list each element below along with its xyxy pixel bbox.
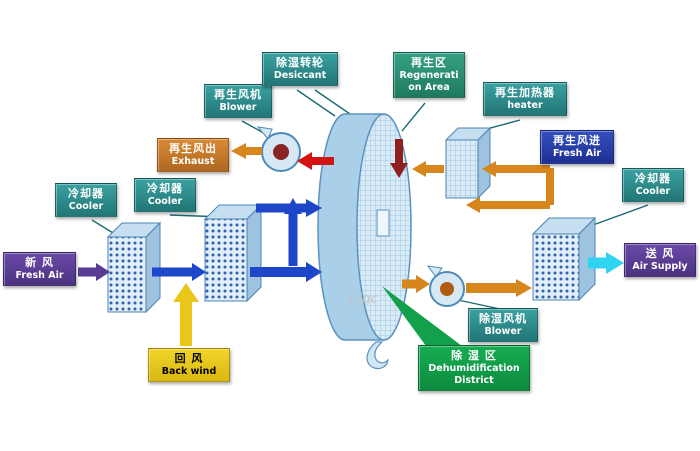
arrow-blower-to-cooler3 [466,279,532,297]
label-cooler-1-en: Cooler [68,201,104,212]
label-desiccant-wheel: 除湿转轮 Desiccant [262,52,338,86]
label-dehum-district: 除 湿 区 Dehumidification District [418,345,530,391]
arrow-branch-to-wheel-upper [256,199,322,217]
label-cooler-3-zh: 冷却器 [635,172,671,185]
heater-unit [444,126,492,200]
label-regen-fresh-air-zh: 再生风进 [553,134,601,147]
watermark-text: xtjqc [346,292,378,307]
arrow-cooler1-to-cooler2 [152,263,206,281]
label-cooler-2-en: Cooler [147,196,183,207]
label-regen-blower-zh: 再生风机 [214,88,262,101]
label-regen-area: 再生区 Regenerati on Area [393,52,465,98]
label-regen-exhaust: 再生风出 Exhaust [157,138,229,172]
ribbon-icon [366,341,389,370]
label-regen-fresh-air: 再生风进 Fresh Air [540,130,614,164]
arrow-wheel-to-regen-blower [297,152,334,170]
label-cooler-1: 冷却器 Cooler [55,183,117,217]
arrow-blower-to-exhaust [231,143,262,159]
label-regen-exhaust-en: Exhaust [171,156,215,167]
label-cooler-3: 冷却器 Cooler [622,168,684,202]
label-regen-area-en1: Regenerati [399,70,459,81]
label-cooler-3-en: Cooler [635,186,671,197]
label-cooler-2: 冷却器 Cooler [134,178,196,212]
label-back-wind-en: Back wind [161,366,217,377]
label-back-wind-zh: 回 风 [174,352,204,365]
label-regen-blower: 再生风机 Blower [204,84,272,118]
dehum-blower-fan [426,265,465,307]
label-regen-fresh-air-en: Fresh Air [552,148,602,159]
label-dehum-district-en2: District [454,375,494,386]
label-desiccant-wheel-zh: 除湿转轮 [276,56,324,69]
label-air-supply-zh: 送 风 [645,247,675,260]
label-fresh-air-in-en: Fresh Air [15,270,64,281]
label-dehum-blower-en: Blower [484,326,522,337]
arrow-back-wind [173,283,199,346]
regen-intake-path [412,161,554,213]
label-dehum-district-en1: Dehumidification [428,363,520,374]
label-fresh-air-in-zh: 新 风 [25,256,54,269]
label-desiccant-wheel-en: Desiccant [273,70,327,81]
cooler-unit-3 [531,216,597,302]
label-back-wind: 回 风 Back wind [148,348,230,382]
label-air-supply-en: Air Supply [632,261,688,272]
label-regen-heater-en: heater [507,100,543,111]
label-air-supply: 送 风 Air Supply [624,243,696,277]
arrow-fresh-air-in [78,263,110,281]
wheel-hub [376,209,390,237]
arrow-air-supply [588,252,624,274]
label-cooler-1-zh: 冷却器 [68,187,104,200]
cooler-unit-2 [203,203,263,303]
label-regen-exhaust-zh: 再生风出 [169,142,217,155]
label-dehum-blower-zh: 除湿风机 [479,312,527,325]
label-cooler-2-zh: 冷却器 [147,182,183,195]
label-dehum-blower: 除湿风机 Blower [468,308,538,342]
arrow-regen-air-into-wheel [390,139,408,178]
label-regen-area-zh: 再生区 [411,56,447,69]
label-dehum-district-zh: 除 湿 区 [451,349,497,362]
dehum-zone-pointer [382,286,462,346]
arrow-wheel-to-dehum-blower [402,275,430,293]
regen-blower-fan [256,126,301,172]
label-regen-area-en2: on Area [408,82,450,93]
label-regen-heater: 再生加热器 heater [483,82,567,116]
arrow-cooler2-to-wheel-lower [250,262,322,282]
label-regen-blower-en: Blower [219,102,257,113]
connector-lines [91,89,649,310]
label-regen-heater-zh: 再生加热器 [495,86,555,99]
desiccant-wheel [317,113,412,341]
label-fresh-air-in: 新 风 Fresh Air [3,252,76,286]
